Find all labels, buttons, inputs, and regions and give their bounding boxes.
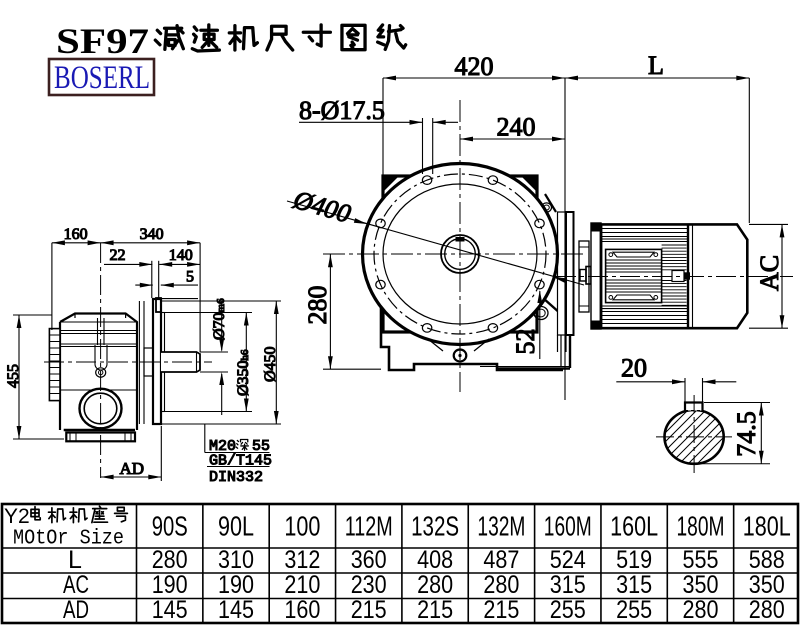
svg-text:160L: 160L	[610, 511, 658, 542]
svg-text:22: 22	[110, 247, 126, 264]
svg-text:588: 588	[749, 546, 785, 574]
svg-text:AC: AC	[755, 255, 784, 291]
svg-text:280: 280	[152, 546, 188, 574]
svg-text:L: L	[648, 51, 664, 80]
svg-text:310: 310	[218, 546, 254, 574]
svg-text:180M: 180M	[677, 511, 725, 542]
svg-text:519: 519	[616, 546, 652, 574]
svg-text:100: 100	[284, 511, 320, 542]
svg-text:90L: 90L	[218, 511, 254, 542]
svg-text:360: 360	[351, 546, 387, 574]
svg-text:74.5: 74.5	[732, 411, 761, 457]
svg-text:487: 487	[483, 546, 519, 574]
svg-text:160: 160	[284, 596, 320, 624]
svg-text:190: 190	[152, 571, 188, 599]
svg-text:BOSERL: BOSERL	[54, 60, 150, 96]
svg-text:55: 55	[252, 438, 270, 455]
svg-text:350: 350	[683, 571, 719, 599]
svg-text:340: 340	[140, 226, 164, 243]
svg-text:Ø350h6: Ø350h6	[235, 349, 252, 396]
svg-text:112M: 112M	[345, 511, 393, 542]
svg-text:280: 280	[417, 571, 453, 599]
svg-text:524: 524	[550, 546, 586, 574]
svg-text:555: 555	[683, 546, 719, 574]
svg-text:DIN332: DIN332	[209, 469, 263, 486]
svg-text:90S: 90S	[152, 511, 188, 542]
svg-text:280: 280	[683, 596, 719, 624]
svg-text:20: 20	[621, 353, 647, 382]
svg-text:AC: AC	[63, 571, 89, 599]
svg-text:160: 160	[64, 226, 88, 243]
svg-text:280: 280	[749, 596, 785, 624]
svg-text:215: 215	[417, 596, 453, 624]
svg-text:455: 455	[5, 364, 22, 388]
svg-text:315: 315	[616, 571, 652, 599]
svg-text:408: 408	[417, 546, 453, 574]
svg-text:210: 210	[284, 571, 320, 599]
svg-text:420: 420	[455, 52, 494, 81]
svg-text:145: 145	[218, 596, 254, 624]
svg-text:M20: M20	[209, 438, 236, 455]
svg-text:140: 140	[169, 247, 193, 264]
svg-text:52: 52	[511, 329, 540, 355]
svg-text:MOtOr Size: MOtOr Size	[13, 528, 124, 551]
svg-text:AD: AD	[120, 459, 145, 478]
svg-text:312: 312	[284, 546, 320, 574]
svg-text:145: 145	[152, 596, 188, 624]
svg-text:AD: AD	[63, 596, 89, 624]
svg-text:315: 315	[550, 571, 586, 599]
svg-text:215: 215	[351, 596, 387, 624]
svg-text:255: 255	[550, 596, 586, 624]
svg-text:230: 230	[351, 571, 387, 599]
svg-text:240: 240	[497, 113, 536, 142]
svg-text:8-Ø17.5: 8-Ø17.5	[299, 96, 385, 125]
svg-text:160M: 160M	[544, 511, 592, 542]
svg-text:Ø450: Ø450	[262, 346, 279, 382]
svg-text:GB/T145: GB/T145	[209, 453, 272, 470]
svg-text:180L: 180L	[743, 511, 791, 542]
svg-text:5: 5	[186, 269, 194, 286]
svg-text:280: 280	[483, 571, 519, 599]
svg-text:SF97: SF97	[56, 21, 149, 61]
svg-text:Y2: Y2	[4, 505, 30, 528]
svg-text:132S: 132S	[411, 511, 459, 542]
svg-text:190: 190	[218, 571, 254, 599]
svg-text:280: 280	[303, 286, 332, 325]
svg-text:350: 350	[749, 571, 785, 599]
svg-text:255: 255	[616, 596, 652, 624]
svg-text:132M: 132M	[477, 511, 525, 542]
svg-text:215: 215	[483, 596, 519, 624]
svg-text:L: L	[68, 546, 82, 574]
